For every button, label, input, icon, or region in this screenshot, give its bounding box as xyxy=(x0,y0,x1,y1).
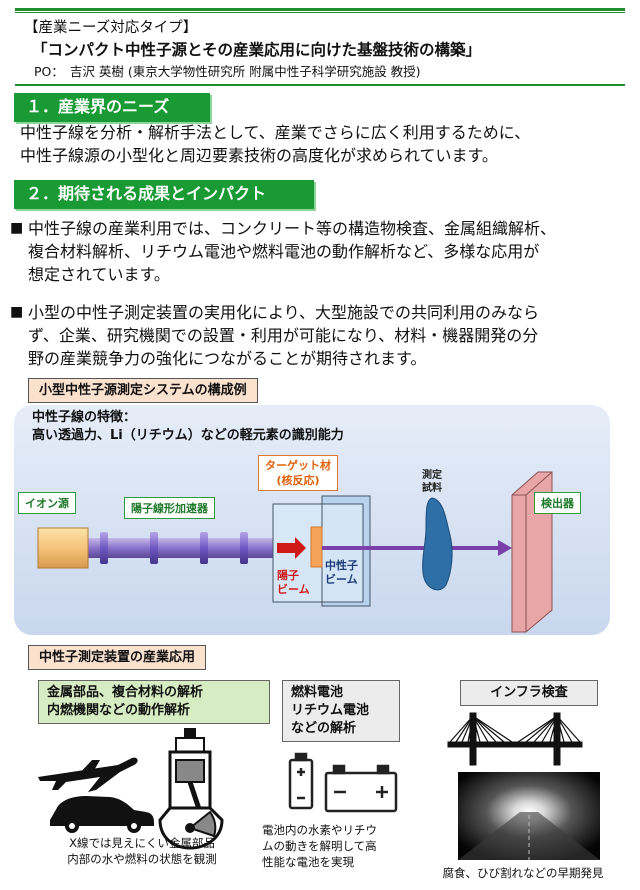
battery-icon xyxy=(288,752,398,813)
po-label: PO： xyxy=(34,64,64,79)
battery-caption: 電池内の水素やリチウ ムの動きを解明して高 性能な電池を実現 xyxy=(262,822,412,870)
target-label-line-2: (核反応) xyxy=(276,474,320,487)
ion-source xyxy=(37,527,89,569)
car-icon xyxy=(50,796,154,833)
po-name: 吉沢 英樹 (東京大学物性研究所 附属中性子科学研究施設 教授) xyxy=(69,64,421,79)
sample-label: 測定 試料 xyxy=(422,469,442,495)
battery-caption-line-1: 電池内の水素やリチウ xyxy=(262,823,377,837)
battery-caption-line-3: 性能な電池を実現 xyxy=(262,855,354,869)
bullet-item-2: ■ 小型の中性子測定装置の実用化により、大型施設での共同利用のみなら ず、企業、… xyxy=(10,301,622,370)
project-title: 「コンパクト中性子源とその産業応用に向けた基盤技術の構築」 xyxy=(32,41,482,59)
detector-label: 検出器 xyxy=(534,492,581,514)
target-label: ターゲット材 (核反応) xyxy=(258,455,338,491)
sample-shape xyxy=(422,497,453,591)
header-rule-thick xyxy=(15,8,625,11)
bullet1-line-1: 中性子線の産業利用では、コンクリート等の構造物検査、金属組織解析、 xyxy=(28,219,557,238)
ion-source-label: イオン源 xyxy=(18,492,76,514)
bullet1-line-2: 複合材料解析、リチウム電池や燃料電池の動作解析など、多様な応用が xyxy=(28,242,540,261)
category-label: 【産業ニーズ対応タイプ】 xyxy=(24,20,198,36)
section1-heading: １．産業界のニーズ xyxy=(14,93,210,122)
proton-beam-label: 陽子 ビーム xyxy=(277,569,310,597)
section2-heading: ２．期待される成果とインパクト xyxy=(14,180,314,209)
accelerator-ring-1 xyxy=(100,532,108,564)
target-label-line-1: ターゲット材 xyxy=(265,459,331,472)
battery-title-line-2: リチウム電池 xyxy=(291,703,370,718)
bullet2-line-2: ず、企業、研究機関での設置・利用が可能になり、材料・機器開発の分 xyxy=(28,326,539,345)
proton-label-line-1: 陽子 xyxy=(277,569,299,582)
bullet2-line-1: 小型の中性子測定装置の実用化により、大型施設での共同利用のみなら xyxy=(28,303,540,322)
feature-text: 高い透過力、Li（リチウム）などの軽元素の識別能力 xyxy=(32,428,344,443)
header-underline xyxy=(15,84,625,86)
airplane-icon xyxy=(38,757,138,792)
engine-piston-icon xyxy=(158,728,224,850)
diagram-label: 小型中性子源測定システムの構成例 xyxy=(28,378,258,403)
applications-label: 中性子測定装置の産業応用 xyxy=(28,645,207,670)
bullet-item-1: ■ 中性子線の産業利用では、コンクリート等の構造物検査、金属組織解析、 複合材料… xyxy=(10,217,622,286)
metal-caption-line-1: X線では見えにくい金属部品 xyxy=(69,836,215,850)
tunnel-photo xyxy=(458,772,600,860)
accelerator-ring-4 xyxy=(240,532,248,564)
detector-corner-edge xyxy=(525,471,553,496)
bridge-icon xyxy=(447,712,583,766)
program-officer: PO： 吉沢 英樹 (東京大学物性研究所 附属中性子科学研究施設 教授) xyxy=(34,61,421,80)
battery-title-line-1: 燃料電池 xyxy=(291,685,344,700)
bullet2-line-3: 野の産業競争力の強化につながることが期待されます。 xyxy=(28,349,427,368)
section1-line-2: 中性子線源の小型化と周辺要素技術の高度化が求められています。 xyxy=(20,146,498,165)
proton-label-line-2: ビーム xyxy=(277,583,310,596)
neutron-label-line-2: ビーム xyxy=(325,573,358,586)
neutron-features: 中性子線の特徴： 高い透過力、Li（リチウム）などの軽元素の識別能力 xyxy=(32,409,344,445)
proton-arrow-icon xyxy=(277,537,306,559)
section1-line-1: 中性子線を分析・解析手法として、産業でさらに広く利用するために、 xyxy=(20,123,531,142)
neutron-label-line-1: 中性子 xyxy=(325,559,358,572)
accelerator-ring-2 xyxy=(150,532,158,564)
feature-title: 中性子線の特徴： xyxy=(32,410,137,425)
metal-caption-line-2: 内部の水や燃料の状態を観測 xyxy=(67,852,217,866)
infra-caption: 腐食、ひび割れなどの早期発見 xyxy=(442,866,604,880)
battery-analysis-title: 燃料電池 リチウム電池 などの解析 xyxy=(282,680,400,742)
metal-title-line-1: 金属部品、複合材料の解析 xyxy=(47,685,204,700)
neutron-arrow-icon xyxy=(498,540,512,556)
metal-caption: X線では見えにくい金属部品 内部の水や燃料の状態を観測 xyxy=(42,835,242,867)
bullet1-line-3: 想定されています。 xyxy=(28,265,170,284)
metal-title-line-2: 内燃機関などの動作解析 xyxy=(47,703,191,718)
neutron-beam-label: 中性子 ビーム xyxy=(325,559,358,587)
bullet-marker: ■ xyxy=(10,304,24,320)
beam-pipe xyxy=(88,538,273,558)
sample-label-line-1: 測定 xyxy=(422,470,442,481)
battery-caption-line-2: ムの動きを解明して高 xyxy=(262,839,377,853)
header-rule-thin xyxy=(15,12,625,13)
battery-title-line-3: などの解析 xyxy=(291,721,357,736)
section1-body: 中性子線を分析・解析手法として、産業でさらに広く利用するために、 中性子線源の小… xyxy=(20,121,620,167)
accelerator-ring-3 xyxy=(200,532,208,564)
metal-analysis-title: 金属部品、複合材料の解析 内燃機関などの動作解析 xyxy=(38,680,270,724)
accelerator-label: 陽子線形加速器 xyxy=(124,497,215,519)
infra-inspection-title: インフラ検査 xyxy=(460,680,598,706)
sample-label-line-2: 試料 xyxy=(422,483,442,494)
bullet-marker: ■ xyxy=(10,220,24,236)
